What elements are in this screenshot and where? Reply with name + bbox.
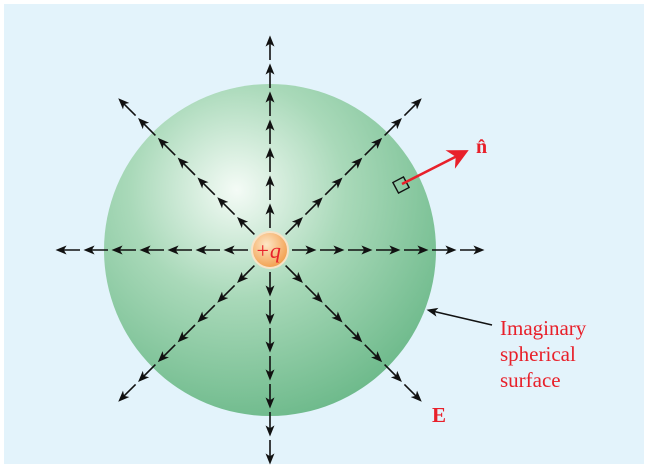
- field-line-up-right: [285, 98, 422, 235]
- field-arrow-segment: [304, 197, 323, 216]
- field-arrow-segment: [237, 265, 255, 283]
- normal-vector-arrow: [401, 150, 469, 186]
- field-label: E: [432, 403, 446, 427]
- field-arrow-segment: [344, 157, 363, 176]
- field-arrow-segment: [304, 284, 323, 303]
- field-arrow-segment: [197, 177, 216, 196]
- field-arrow-segment: [403, 98, 422, 117]
- field-arrow-segment: [177, 157, 196, 176]
- charge-label: +q: [255, 238, 281, 263]
- field-arrow-segment: [177, 324, 196, 343]
- field-arrow-segment: [285, 217, 303, 235]
- point-charge: +q: [251, 231, 289, 269]
- field-arrow-segment: [403, 383, 422, 402]
- field-arrow-segment: [364, 344, 383, 363]
- field-arrow-segment: [324, 304, 343, 323]
- field-arrow-segment: [138, 364, 156, 382]
- field-arrow-segment: [384, 364, 402, 382]
- electric-field-lines: [55, 35, 485, 465]
- field-arrow-segment: [237, 217, 255, 235]
- field-arrow-segment: [138, 118, 156, 136]
- normal-vector-label: n̂: [476, 136, 487, 158]
- surface-label-line-2: spherical: [500, 342, 576, 366]
- surface-label: Imaginary spherical surface: [500, 316, 587, 392]
- surface-label-line-3: surface: [500, 368, 561, 392]
- field-arrow-segment: [157, 344, 176, 363]
- field-line-up-left: [118, 98, 255, 235]
- field-arrow-segment: [118, 98, 137, 117]
- field-arrow-segment: [217, 197, 236, 216]
- field-arrow-segment: [364, 137, 383, 156]
- field-arrow-segment: [324, 177, 343, 196]
- field-arrow-segment: [197, 304, 216, 323]
- surface-label-line-1: Imaginary: [500, 316, 587, 340]
- field-arrow-segment: [285, 265, 303, 283]
- field-line-down-left: [118, 265, 255, 402]
- field-arrow-segment: [118, 383, 137, 402]
- field-arrow-segment: [344, 324, 363, 343]
- surface-pointer-arrow: [426, 307, 493, 326]
- field-arrow-segment: [157, 137, 176, 156]
- field-line-down-right: [285, 265, 422, 402]
- field-arrow-segment: [217, 284, 236, 303]
- field-arrow-segment: [384, 118, 402, 136]
